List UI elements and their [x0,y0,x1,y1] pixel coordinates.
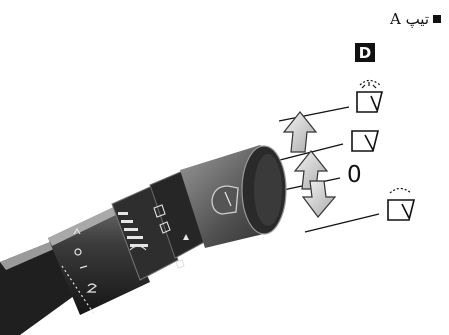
front-wiper-mist-icon-lower [388,189,414,221]
up-arrow-upper [284,112,316,152]
wiper-stalk [0,145,286,335]
leader-line-mist-2 [305,214,379,232]
front-wiper-mist-icon [357,81,382,113]
leader-line-mist [279,107,349,121]
front-wiper-single-icon [352,131,378,151]
